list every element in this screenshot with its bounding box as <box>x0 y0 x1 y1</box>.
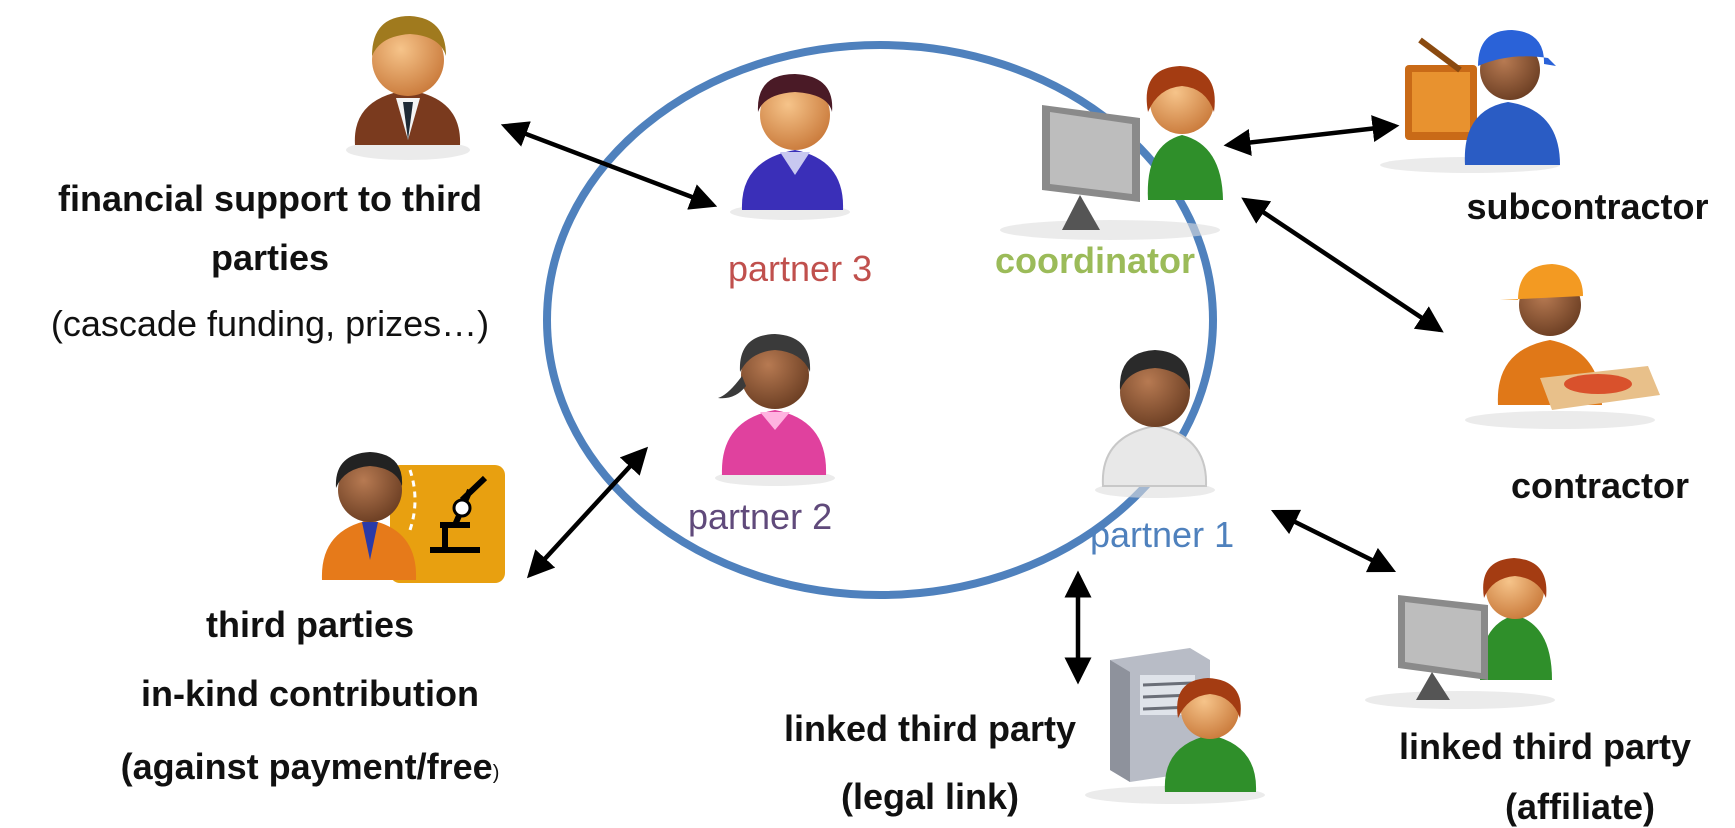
partner2-person-icon <box>715 334 835 486</box>
server-person-icon <box>1085 648 1265 804</box>
inkind-title-line3: (against payment/free) <box>70 746 550 788</box>
arrow-inkind-partner2 <box>526 446 649 579</box>
financial-support-subtitle: (cascade funding, prizes…) <box>50 303 490 344</box>
affiliate-person-icon <box>1365 558 1555 709</box>
partner1-person-icon <box>1095 350 1215 498</box>
inkind-title-line2: in-kind contribution <box>141 673 479 714</box>
contractor-person-icon <box>1465 264 1660 429</box>
arrow-financial-partner3 <box>500 121 718 210</box>
subcontractor-label: subcontractor <box>1466 186 1709 227</box>
arrow-coordinator-contractor <box>1241 197 1444 333</box>
coordinator-label: coordinator <box>995 240 1196 281</box>
arrow-coordinator-subcontractor <box>1223 115 1400 156</box>
contractor-label: contractor <box>1510 465 1690 506</box>
subcontractor-person-icon <box>1380 30 1560 173</box>
partner3-label: partner 3 <box>728 248 873 289</box>
financial-support-title-line2: parties <box>210 237 330 278</box>
inkind-title-line1: third parties <box>205 604 415 645</box>
linked-affiliate-title-line1: linked third party <box>1398 726 1692 767</box>
linked-affiliate-title-line2: (affiliate) <box>1504 786 1655 827</box>
partner1-label: partner 1 <box>1090 514 1235 555</box>
inkind-title-line3-text: (against payment/free <box>120 746 493 787</box>
inkind-title-line3-paren: ) <box>492 762 500 784</box>
coordinator-person-icon <box>1000 66 1223 240</box>
linked-legal-title-line2: (legal link) <box>840 776 1020 817</box>
financial-support-title-line1: financial support to third <box>58 178 482 219</box>
financier-person-icon <box>346 16 470 160</box>
inkind-person-icon <box>321 452 505 583</box>
arrows <box>500 115 1444 685</box>
arrow-partner1-affiliate <box>1270 509 1397 573</box>
partner3-person-icon <box>730 74 850 220</box>
linked-legal-title-line1: linked third party <box>783 708 1077 749</box>
partner2-label: partner 2 <box>688 496 833 537</box>
consortium-ellipse <box>543 41 1217 599</box>
